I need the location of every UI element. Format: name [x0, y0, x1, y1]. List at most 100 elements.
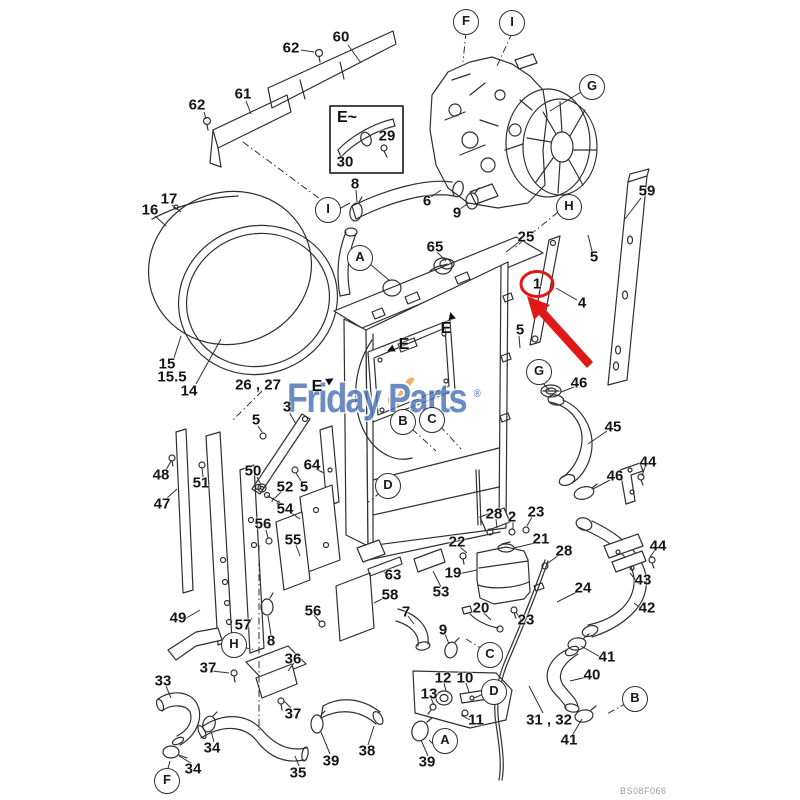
part-callout-44: 44 [639, 453, 657, 471]
part-callout-5: 5 [299, 478, 309, 496]
letter-callout-D: D [481, 679, 507, 705]
part-callout-10: 10 [456, 669, 474, 687]
part-callout-19: 19 [444, 564, 462, 582]
letter-callout-A: A [432, 728, 458, 754]
part-callout-62: 62 [188, 96, 206, 114]
part-callout-15: 15 [158, 355, 176, 373]
part-callout-37: 37 [284, 705, 302, 723]
right-hoses [540, 384, 656, 723]
part-callout-58: 58 [381, 586, 399, 604]
letter-callout-B: B [622, 686, 648, 712]
part-callout-57: 57 [234, 616, 252, 634]
letter-callout-F: F [154, 768, 180, 794]
leader-lines [154, 44, 656, 773]
part-callout-42: 42 [638, 599, 656, 617]
letter-callout-I: I [499, 10, 525, 36]
part-callout-52: 52 [276, 478, 294, 496]
part-callout-28: 28 [555, 542, 573, 560]
part-callout-14: 14 [180, 382, 198, 400]
center-lines [232, 31, 628, 733]
inset-box [329, 105, 404, 174]
reservoir-assembly [459, 526, 549, 781]
part-callout-13: 13 [420, 685, 438, 703]
letter-callout-B: B [390, 409, 416, 435]
letter-callout-G: G [579, 74, 605, 100]
letter-callout-C: C [419, 407, 445, 433]
part-callout-4: 4 [577, 294, 587, 312]
part-callout-22: 22 [448, 533, 466, 551]
part-callout-11: 11 [468, 711, 484, 729]
part-callout-5: 5 [515, 321, 525, 339]
part-callout-60: 60 [332, 28, 350, 46]
part-callout-39: 39 [322, 752, 340, 770]
part-callout-61: 61 [234, 85, 252, 103]
part-callout-5: 5 [251, 411, 261, 429]
part-callout-17: 17 [160, 190, 178, 208]
part-callout-5: 5 [589, 248, 599, 266]
part-callout-59: 59 [638, 182, 656, 200]
letter-callout-G: G [526, 359, 552, 385]
part-callout-8: 8 [266, 632, 276, 650]
part-callout-36: 36 [284, 650, 302, 668]
part-callout-64: 64 [303, 456, 321, 474]
part-callout-34: 34 [203, 739, 221, 757]
part-callout-47: 47 [153, 495, 171, 513]
part-callout-49: 49 [169, 609, 187, 627]
part-callout-56: 56 [254, 515, 272, 533]
line-art-group [147, 30, 656, 781]
bottom-hoses [155, 692, 384, 762]
part-callout-1: 1 [532, 275, 542, 293]
part-callout-37: 37 [199, 659, 217, 677]
part-callout-46: 46 [606, 467, 624, 485]
part-callout-23: 23 [527, 503, 545, 521]
bottom-bracket-36 [230, 592, 307, 711]
part-callout-63: 63 [384, 566, 402, 584]
part-callout-9: 9 [438, 621, 448, 639]
part-callout-45: 45 [604, 418, 622, 436]
part-callout-48: 48 [152, 466, 170, 484]
side-bars [529, 168, 650, 386]
part-callout-20: 20 [472, 599, 490, 617]
radiator-assembly [333, 227, 544, 563]
part-callout-29: 29 [378, 127, 396, 145]
part-callout-7: 7 [401, 603, 411, 621]
part-callout-51: 51 [192, 474, 210, 492]
red-highlight [519, 270, 593, 368]
part-callout-33: 33 [154, 672, 172, 690]
fan-shroud-rings [147, 190, 339, 376]
part-callout-30: 30 [336, 153, 354, 171]
part-callout-35: 35 [289, 764, 307, 782]
red-circle [519, 270, 555, 298]
part-callout-39: 39 [418, 753, 436, 771]
part-callout-41: 41 [560, 731, 578, 749]
part-callout-6: 6 [422, 192, 432, 210]
part-callout-44: 44 [649, 537, 667, 555]
part-callout-53: 53 [432, 583, 450, 601]
part-callout-8: 8 [350, 175, 360, 193]
part-callout-56: 56 [304, 602, 322, 620]
registered-mark: ® [473, 388, 481, 401]
part-callout-9: 9 [452, 204, 462, 222]
part-callout-46: 46 [570, 374, 588, 392]
part-callout-23: 23 [517, 611, 535, 629]
part-callout-28: 28 [485, 505, 503, 523]
part-callout-55: 55 [284, 531, 302, 549]
part-callout-26-27: 26 , 27 [235, 376, 281, 394]
part-callout-25: 25 [517, 228, 535, 246]
letter-callout-H: H [221, 632, 247, 658]
part-callout-41: 41 [598, 648, 616, 666]
part-callout-38: 38 [358, 742, 376, 760]
part-callout-50: 50 [244, 462, 262, 480]
letter-callout-A: A [347, 245, 373, 271]
left-brackets [167, 413, 446, 661]
part-callout-12: 12 [434, 669, 452, 687]
part-callout-21: 21 [532, 530, 550, 548]
watermark-friday: Friday [287, 375, 382, 421]
part-callout-2: 2 [507, 508, 517, 526]
part-callout-54: 54 [276, 500, 294, 518]
drawing-code: BS08F066 [620, 786, 667, 796]
e-marker-label-2: E [311, 378, 323, 395]
part-callout-34: 34 [184, 760, 202, 778]
part-callout-43: 43 [634, 571, 652, 589]
